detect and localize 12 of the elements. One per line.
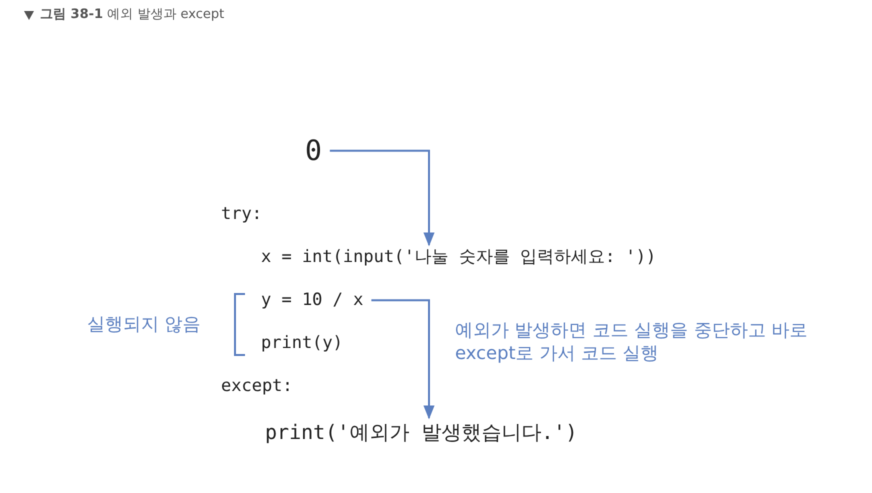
input-value: 0 (305, 134, 322, 168)
code-line: try: (221, 204, 262, 224)
code-line: except: (221, 376, 293, 396)
code-line: x = int(input('나눌 숫자를 입력하세요: ')) (261, 247, 656, 268)
annotation-text: 예외가 발생하면 코드 실행을 중단하고 바로 except로 가서 코드 실행 (455, 320, 809, 365)
figure-title: 그림 38-1 예외 발생과 except (40, 7, 224, 23)
arrow (371, 299, 435, 420)
arrow (330, 150, 435, 246)
code-line: y = 10 / x (261, 290, 364, 310)
code-line: print('예외가 발생했습니다.') (265, 420, 578, 444)
annotation-text: 실행되지 않음 (87, 314, 201, 336)
code-line: print(y) (261, 333, 343, 354)
